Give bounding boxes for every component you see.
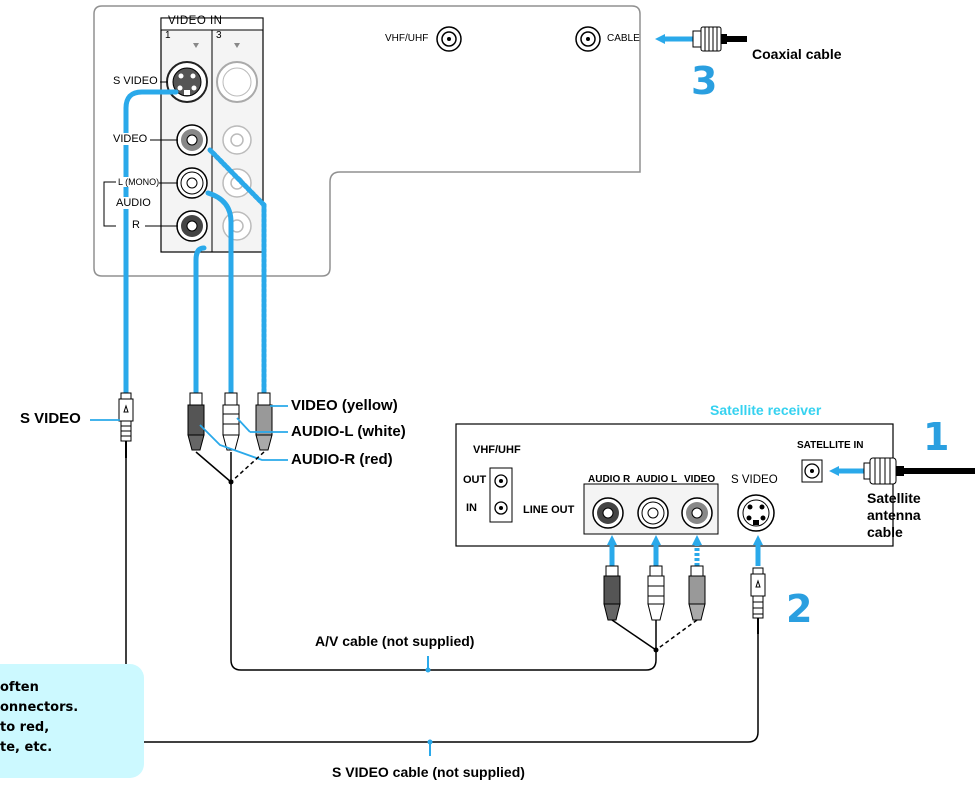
receiver-vhf-uhf-label: VHF/UHF — [473, 444, 521, 456]
note-line-2: onnectors. — [0, 700, 79, 715]
plug-label-leaders — [90, 405, 288, 461]
step-3-number: 3 — [691, 59, 718, 103]
audio-r-red-label: AUDIO-R (red) — [291, 451, 393, 468]
tv-audio-r-jack[interactable] — [176, 210, 208, 242]
rca-plug-audio-r-tv — [187, 392, 205, 451]
s-video-cable-label: S VIDEO cable (not supplied) — [332, 764, 525, 780]
receiver-video-label: VIDEO — [684, 474, 716, 485]
antenna-label-line-1: Satellite — [867, 490, 921, 506]
tv-cable-label: CABLE — [607, 33, 640, 44]
receiver-s-video-jack[interactable] — [737, 494, 775, 532]
rca-plug-audio-r-receiver — [603, 565, 621, 621]
receiver-audio-r-label: AUDIO R — [588, 474, 631, 485]
tv-s-video-label: S VIDEO — [113, 75, 158, 87]
receiver-side-harness — [611, 619, 698, 651]
coaxial-cable-label: Coaxial cable — [752, 46, 842, 62]
tv-s-video-jack-3 — [216, 61, 258, 103]
antenna-label-line-2: antenna — [867, 507, 921, 523]
tv-input3-jacks — [222, 125, 252, 241]
note-box: often onnectors. to red, te, etc. — [0, 664, 144, 778]
satellite-antenna-cable-label: Satellite antenna cable — [867, 490, 921, 541]
s-video-plug-label: S VIDEO — [20, 410, 81, 427]
tv-cable-connector[interactable] — [575, 26, 601, 52]
note-line-1: often — [0, 680, 39, 695]
rca-plug-video-tv — [255, 392, 273, 451]
receiver-satellite-in-connector[interactable] — [801, 459, 823, 483]
video-yellow-label: VIDEO (yellow) — [291, 397, 398, 414]
receiver-audio-l-jack[interactable] — [637, 497, 669, 529]
tv-audio-label: AUDIO — [116, 197, 151, 209]
video-in-header: VIDEO IN — [168, 15, 223, 27]
receiver-side-cables — [607, 535, 763, 566]
input-3-label: 3 — [216, 30, 222, 41]
av-cable-label: A/V cable (not supplied) — [315, 633, 475, 649]
audio-l-white-label: AUDIO-L (white) — [291, 423, 406, 440]
input-1-label: 1 — [165, 30, 171, 41]
receiver-satellite-in-label: SATELLITE IN — [797, 440, 864, 451]
step-1-number: 1 — [923, 415, 950, 459]
receiver-audio-r-jack[interactable] — [592, 497, 624, 529]
tv-video-jack[interactable] — [176, 124, 208, 156]
receiver-s-video-label: S VIDEO — [731, 474, 778, 486]
tv-side-cables — [123, 89, 267, 399]
rca-plug-audio-l-receiver — [647, 565, 665, 621]
tv-audio-l-jack[interactable] — [176, 167, 208, 199]
satellite-receiver-title: Satellite receiver — [710, 402, 822, 418]
rca-plug-video-receiver — [688, 565, 706, 621]
receiver-out-label: OUT — [463, 474, 487, 486]
receiver-vhf-in-connector[interactable] — [494, 501, 508, 515]
receiver-audio-l-label: AUDIO L — [636, 474, 678, 485]
receiver-vhf-out-connector[interactable] — [494, 474, 508, 488]
tv-s-video-jack-1[interactable] — [166, 61, 208, 103]
tv-audio-r-label: R — [132, 219, 140, 231]
tv-vhf-uhf-label: VHF/UHF — [385, 33, 429, 44]
receiver-line-out-label: LINE OUT — [523, 504, 575, 516]
note-line-3: to red, — [0, 720, 50, 735]
tv-vhf-uhf-connector[interactable] — [436, 26, 462, 52]
antenna-label-line-3: cable — [867, 524, 903, 540]
satellite-antenna-plug — [863, 457, 975, 485]
receiver-in-label: IN — [466, 502, 477, 514]
note-line-4: te, etc. — [0, 740, 53, 755]
s-video-plug-receiver — [750, 567, 766, 634]
s-video-plug-tv — [118, 392, 134, 458]
receiver-video-jack[interactable] — [681, 497, 713, 529]
tv-audio-l-mono-label: L (MONO) — [118, 177, 160, 187]
coaxial-plug — [692, 26, 747, 52]
rca-plug-audio-l-tv — [222, 392, 240, 451]
step-2-number: 2 — [786, 587, 813, 631]
tv-video-label: VIDEO — [113, 133, 148, 145]
